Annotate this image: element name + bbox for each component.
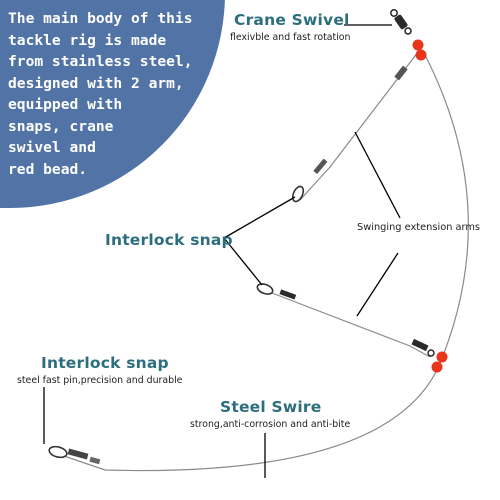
upper-arm-wire — [299, 51, 419, 201]
crane-swivel — [390, 9, 412, 35]
swing-arms-callout-lower — [356, 252, 399, 317]
lower-arm-wire — [271, 292, 431, 358]
interlock-snap-bottom-title: Interlock snap — [41, 354, 169, 372]
swinging-arms-label: Swinging extension arms — [357, 222, 481, 233]
interlock-snap-bottom-desc: steel fast pin,precision and durable — [17, 375, 183, 386]
middle-interlock-snap — [256, 283, 297, 300]
mid-snap-callout-lower — [223, 237, 263, 286]
crane-swivel-title: Crane Swivel — [234, 11, 350, 29]
top-bead-lower — [415, 49, 427, 61]
intro-text: The main body of this tackle rig is made… — [8, 10, 193, 178]
mid-snap-callout-upper — [223, 196, 296, 239]
upper-interlock-snap — [291, 158, 328, 203]
swing-arms-callout-upper — [354, 131, 401, 219]
lower-swivel — [411, 338, 435, 357]
crane-swivel-desc: flexivble and fast rotation — [230, 32, 351, 43]
bottom-interlock-snap — [48, 445, 101, 465]
top-crimp — [394, 65, 408, 81]
steel-wire-desc: strong,anti-corrosion and anti-bite — [190, 419, 351, 430]
lower-bead-lower — [431, 361, 443, 373]
interlock-snap-mid-title: Interlock snap — [105, 231, 233, 249]
steel-wire-title: Steel Swire — [220, 398, 322, 416]
top-bead-upper — [412, 39, 424, 51]
lower-bead-upper — [436, 351, 448, 363]
